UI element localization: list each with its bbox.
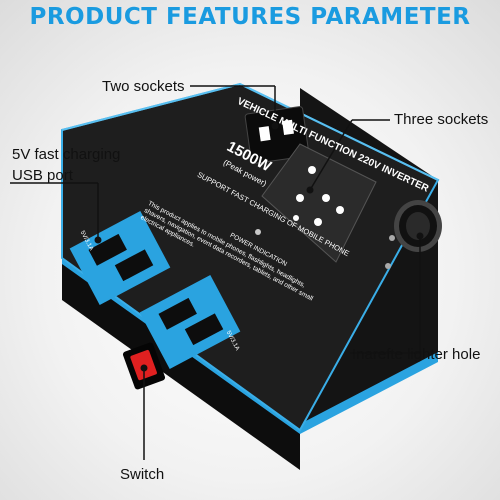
callout-switch: Switch bbox=[120, 466, 165, 483]
usb-group-lower bbox=[139, 274, 241, 370]
callout-three-sockets: Three sockets bbox=[394, 111, 489, 128]
callout-two-sockets: Two sockets bbox=[102, 78, 185, 95]
lighter-hole bbox=[394, 200, 442, 252]
page-title: PRODUCT FEATURES PARAMETER bbox=[29, 4, 471, 30]
callout-usb-line2: USB port bbox=[12, 167, 73, 184]
usb-group-upper bbox=[69, 210, 171, 306]
universal-socket bbox=[261, 143, 377, 263]
power-indicator-light bbox=[255, 229, 261, 235]
callout-lighter-hole: Inarefte lighter hole bbox=[352, 346, 481, 363]
callout-usb-line1: 5V fast charging bbox=[12, 146, 121, 163]
two-pin-socket bbox=[244, 106, 310, 164]
